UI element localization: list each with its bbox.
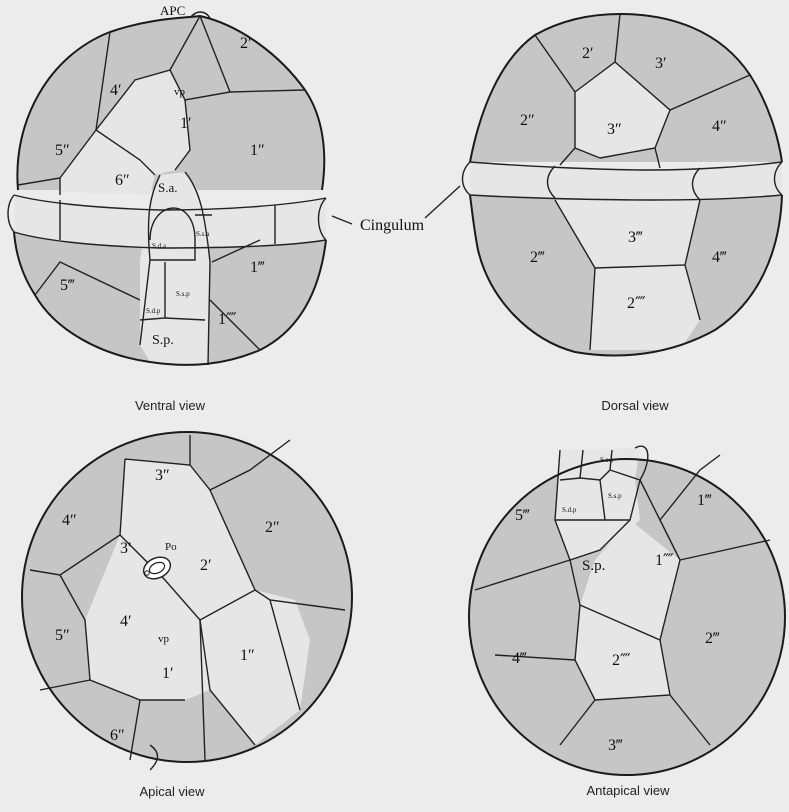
apical-plate-1pp: 1″: [240, 647, 255, 664]
antapical-plate-4ppp: 4‴: [512, 650, 527, 667]
ventral-ssa-label: S.s.a: [196, 230, 210, 238]
ventral-plate-1pppp: 1⁗: [218, 311, 237, 328]
ventral-plate-6pp: 6″: [115, 172, 130, 189]
apical-plate-2prime: 2′: [200, 557, 212, 574]
antapical-plate-1pppp: 1⁗: [655, 552, 674, 569]
ventral-plate-2prime: 2′: [240, 35, 252, 52]
dorsal-plate-3pp: 3″: [607, 121, 622, 138]
dorsal-plate-2ppp: 2‴: [530, 249, 545, 266]
apical-po-label: Po: [165, 541, 177, 553]
ventral-sa-label: S.a.: [158, 180, 178, 195]
dorsal-plate-4pp: 4″: [712, 118, 727, 135]
apical-plate-6pp: 6″: [110, 727, 125, 744]
apical-plate-4pp: 4″: [62, 512, 77, 529]
antapical-view-caption: Antapical view: [548, 783, 708, 798]
ventral-plate-1pp: 1″: [250, 142, 265, 159]
antapical-plate-2ppp: 2‴: [705, 630, 720, 647]
apical-vp-label: vp: [158, 633, 170, 645]
dorsal-plate-3ppp: 3‴: [628, 229, 643, 246]
dorsal-plate-3prime: 3′: [655, 55, 667, 72]
ventral-plate-5ppp: 5‴: [60, 277, 75, 294]
antapical-plate-1ppp: 1‴: [697, 492, 712, 509]
ventral-plate-1prime: 1′: [180, 115, 192, 132]
antapical-sdp-label: S.d.p: [562, 506, 577, 514]
antapical-ssa-label: S.s.a: [600, 456, 614, 464]
ventral-plate-4prime: 4′: [110, 82, 122, 99]
ventral-view-caption: Ventral view: [90, 398, 250, 413]
apical-view-caption: Apical view: [92, 784, 252, 799]
ventral-sp-label: S.p.: [152, 333, 174, 348]
apical-plate-2pp: 2″: [265, 519, 280, 536]
dorsal-view-caption: Dorsal view: [555, 398, 715, 413]
antapical-view: S.s.a S.d.p S.s.p 1‴ 5‴ S.p. 1⁗ 4‴ 2⁗ 2‴…: [469, 446, 785, 775]
ventral-sda-label: S.d.a: [152, 242, 167, 250]
apical-plate-3prime: 3′: [120, 540, 132, 557]
antapical-plate-5ppp: 5‴: [515, 507, 530, 524]
antapical-plate-3ppp: 3‴: [608, 737, 623, 754]
dorsal-view: 2′ 3′ 2″ 3″ 4″ 2‴ 3‴ 4‴ 2⁗: [463, 14, 783, 356]
apical-plate-1prime: 1′: [162, 665, 174, 682]
dorsal-plate-4ppp: 4‴: [712, 249, 727, 266]
ventral-plate-5pp: 5″: [55, 142, 70, 159]
ventral-ssp-label: S.s.p: [176, 290, 190, 298]
antapical-plate-2pppp: 2⁗: [612, 652, 631, 669]
ventral-apc-label: APC: [160, 3, 185, 18]
dorsal-plate-2prime: 2′: [582, 45, 594, 62]
ventral-view: APC 2′ 4′ vp 1′ 5″ 6″ 1″ S.a. S.d.a S.s.…: [8, 3, 326, 365]
ventral-plate-1ppp: 1‴: [250, 259, 265, 276]
dorsal-plate-2pppp: 2⁗: [627, 295, 646, 312]
cingulum-callout: Cingulum: [332, 186, 460, 234]
apical-plate-5pp: 5″: [55, 627, 70, 644]
antapical-ssp-label: S.s.p: [608, 492, 622, 500]
ventral-vp-label: vp: [174, 86, 186, 98]
cingulum-label: Cingulum: [360, 217, 425, 234]
ventral-sdp-label: S.d.p: [146, 307, 161, 315]
apical-plate-3pp: 3″: [155, 467, 170, 484]
apical-view: 3″ 4″ 2″ 3′ Po 2′ 5″ 4′ vp 1″ 1′ 6″: [22, 432, 352, 770]
dorsal-plate-2pp: 2″: [520, 112, 535, 129]
apical-plate-4prime: 4′: [120, 613, 132, 630]
antapical-sp-label: S.p.: [582, 558, 605, 574]
